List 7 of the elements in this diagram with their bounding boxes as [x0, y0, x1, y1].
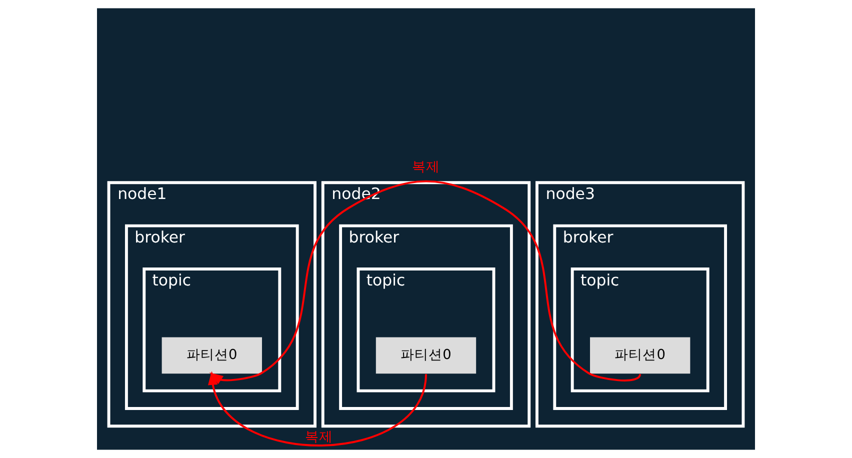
arrow	[208, 371, 427, 446]
edge-label: 복제	[412, 159, 440, 176]
node-box: 파티션0	[162, 337, 262, 374]
edge-label: 복제	[304, 429, 333, 446]
node-box: 파티션0	[590, 337, 690, 374]
node-box: 파티션0	[376, 337, 476, 374]
arrow	[209, 180, 641, 384]
